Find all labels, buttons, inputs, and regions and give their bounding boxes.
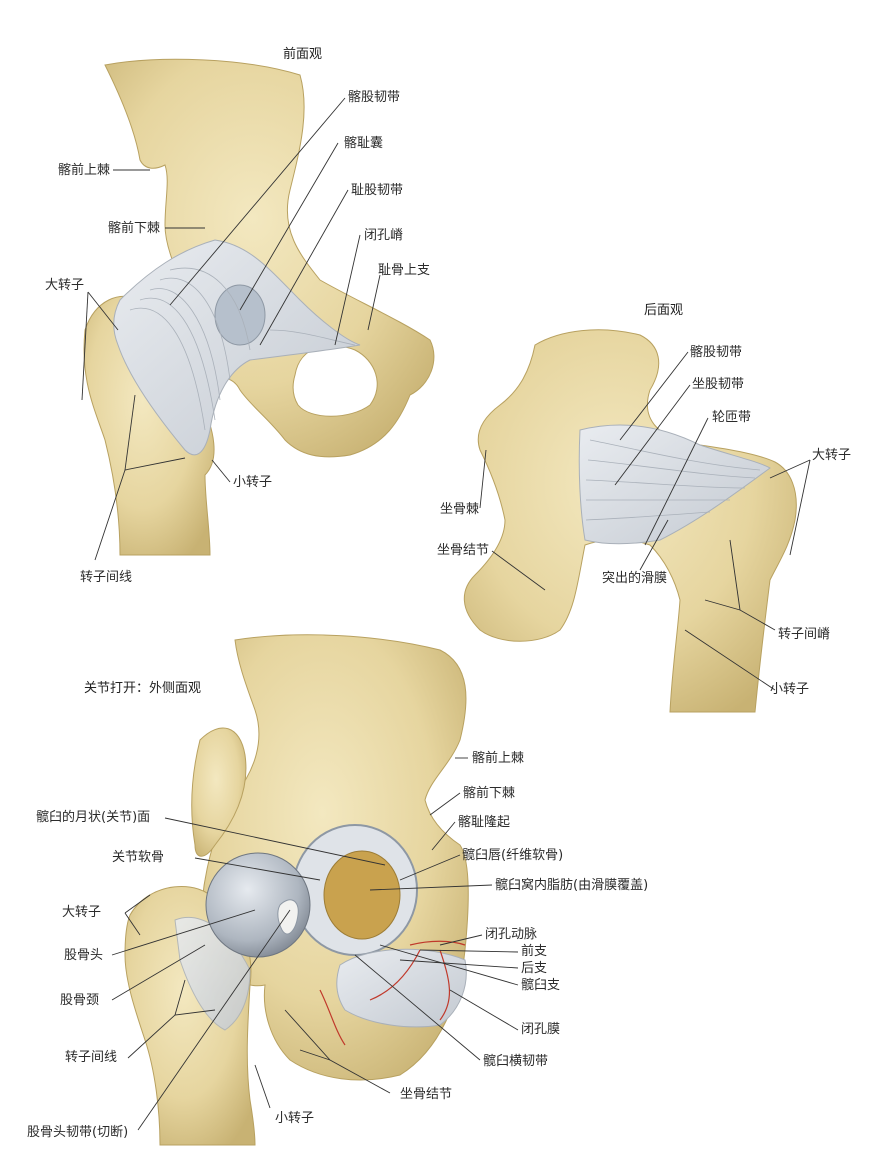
label-asis-anterior: 髂前上棘 xyxy=(58,163,111,178)
lateral-view-title: 关节打开：外侧面观 xyxy=(84,681,202,696)
label-obturator-membrane: 闭孔膜 xyxy=(521,1022,561,1037)
label-ischial-tuberosity-lateral: 坐骨结节 xyxy=(400,1087,453,1102)
leader-lines xyxy=(81,97,811,1131)
label-intertrochanteric-line-lateral: 转子间线 xyxy=(65,1050,118,1065)
label-aiis-anterior: 髂前下棘 xyxy=(108,221,161,236)
label-greater-trochanter-lateral: 大转子 xyxy=(62,905,102,920)
label-acetabular-branch: 髋臼支 xyxy=(521,978,561,993)
label-obturator-artery: 闭孔动脉 xyxy=(485,927,538,942)
anterior-bursa xyxy=(214,284,266,346)
label-transverse-acetabular-ligament: 髋臼横韧带 xyxy=(483,1054,549,1069)
label-superior-pubic-ramus: 耻骨上支 xyxy=(378,263,431,278)
label-lesser-trochanter-lateral: 小转子 xyxy=(275,1111,315,1126)
label-intertrochanteric-crest: 转子间嵴 xyxy=(778,627,831,642)
lateral-ligament-of-head-stump xyxy=(277,899,299,935)
label-pubofemoral-ligament: 耻股韧带 xyxy=(351,183,404,198)
label-posterior-branch: 后支 xyxy=(521,961,548,976)
label-femoral-neck: 股骨颈 xyxy=(60,993,100,1008)
label-obturator-crest: 闭孔嵴 xyxy=(364,228,404,243)
label-asis-lateral: 髂前上棘 xyxy=(472,751,525,766)
label-iliopubic-eminence: 髂耻隆起 xyxy=(458,815,511,830)
label-anterior-branch: 前支 xyxy=(521,944,548,959)
posterior-view-artwork xyxy=(463,329,797,713)
label-iliofemoral-ligament-anterior: 髂股韧带 xyxy=(348,90,401,105)
anterior-obturator-foramen xyxy=(292,344,378,417)
label-zona-orbicularis: 轮匝带 xyxy=(712,410,752,425)
label-ischial-tuberosity-posterior: 坐骨结节 xyxy=(437,543,490,558)
label-ischial-spine: 坐骨棘 xyxy=(440,502,480,517)
label-synovial-protrusion: 突出的滑膜 xyxy=(602,571,668,586)
label-acetabular-labrum: 髋臼唇(纤维软骨) xyxy=(462,848,564,863)
label-lunate-surface: 髋臼的月状(关节)面 xyxy=(36,810,151,825)
lateral-obturator-membrane xyxy=(336,948,467,1028)
label-greater-trochanter-anterior: 大转子 xyxy=(45,278,85,293)
anterior-view-title: 前面观 xyxy=(283,47,323,62)
label-iliopubic-bursa: 髂耻囊 xyxy=(344,136,384,151)
lateral-acetabular-fossa xyxy=(323,850,401,940)
label-articular-cartilage: 关节软骨 xyxy=(112,850,165,865)
lateral-view-artwork xyxy=(124,634,469,1146)
label-intertrochanteric-line-anterior: 转子间线 xyxy=(80,570,133,585)
label-aiis-lateral: 髂前下棘 xyxy=(463,786,516,801)
lateral-ischium-left xyxy=(191,727,247,857)
posterior-view-title: 后面观 xyxy=(644,303,684,318)
label-greater-trochanter-posterior: 大转子 xyxy=(812,448,852,463)
label-lesser-trochanter-anterior: 小转子 xyxy=(233,475,273,490)
label-ischiofemoral-ligament: 坐股韧带 xyxy=(692,377,745,392)
label-ligament-of-head: 股骨头韧带(切断) xyxy=(27,1125,129,1140)
label-iliofemoral-ligament-posterior: 髂股韧带 xyxy=(690,345,743,360)
label-femoral-head: 股骨头 xyxy=(64,948,104,963)
anterior-view-artwork xyxy=(83,58,435,556)
label-lesser-trochanter-posterior: 小转子 xyxy=(770,682,810,697)
label-fat-pad: 髋臼窝内脂肪(由滑膜覆盖) xyxy=(495,878,649,893)
